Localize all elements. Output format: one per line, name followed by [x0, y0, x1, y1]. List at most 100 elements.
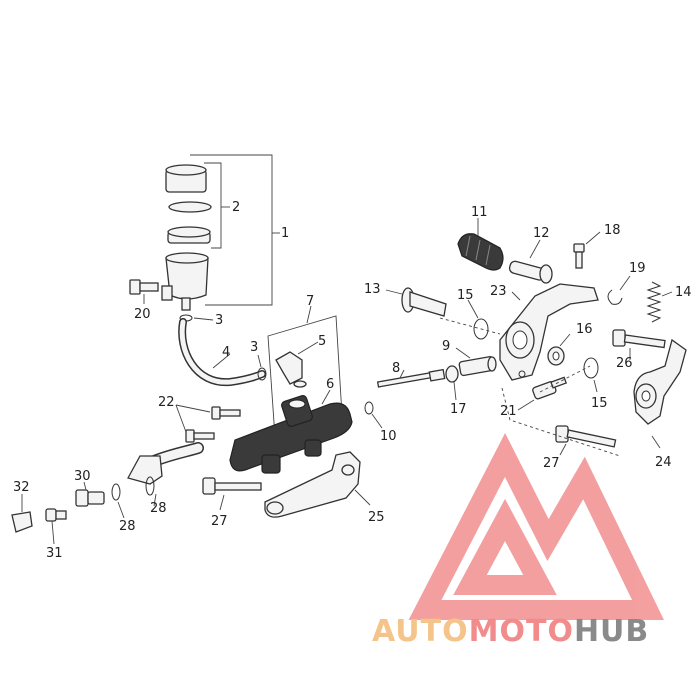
leader-3a — [193, 317, 214, 321]
circlip-10 — [364, 401, 374, 415]
callout-5: 5 — [318, 334, 326, 349]
leader-17 — [453, 381, 457, 401]
callout-31: 31 — [46, 546, 63, 561]
callout-4: 4 — [222, 345, 230, 360]
leader-22a — [175, 404, 211, 413]
leader-27a — [219, 494, 225, 511]
screw-18-part — [573, 243, 585, 269]
callout-2: 2 — [232, 200, 240, 215]
callout-15a: 15 — [457, 288, 474, 303]
callout-21: 21 — [500, 404, 517, 419]
callout-32: 32 — [13, 480, 30, 495]
callout-10: 10 — [380, 429, 397, 444]
leader-30 — [83, 481, 87, 491]
brand-auto-text: AUTO — [372, 614, 469, 649]
bleed-cap-32-part — [11, 511, 33, 533]
callout-25: 25 — [368, 510, 385, 525]
callout-8: 8 — [392, 361, 400, 376]
callout-13: 13 — [364, 282, 381, 297]
leader-3b — [257, 354, 262, 368]
callout-28b: 28 — [119, 519, 136, 534]
leader-21 — [517, 399, 535, 411]
callout-23: 23 — [490, 284, 507, 299]
callout-12: 12 — [533, 226, 550, 241]
callout-6: 6 — [326, 377, 334, 392]
brand-wordmark: AUTOMOTOHUB — [372, 614, 700, 658]
callout-1: 1 — [281, 226, 289, 241]
callout-16: 16 — [576, 322, 593, 337]
pedal-lever-24-part — [633, 338, 687, 425]
banjo-bolt-30-part — [75, 489, 105, 507]
bolt-22b-part — [185, 429, 215, 443]
callout-15b: 15 — [591, 396, 608, 411]
callout-27a: 27 — [211, 514, 228, 529]
pedal-rubber-part — [457, 233, 504, 271]
callout-19: 19 — [629, 261, 646, 276]
return-spring-part — [646, 281, 662, 323]
leader-5 — [297, 341, 319, 355]
leader-16 — [559, 333, 571, 347]
brand-hub-text: HUB — [573, 614, 650, 649]
reservoir-body-part — [161, 252, 209, 311]
leader-7 — [306, 305, 312, 324]
callout-11: 11 — [471, 205, 488, 220]
bleed-nipple-31-part — [45, 508, 67, 522]
reservoir-cap-part — [165, 164, 207, 193]
leader-25 — [354, 489, 371, 506]
leader-10 — [371, 413, 383, 429]
callout-27b: 27 — [543, 456, 560, 471]
callout-18: 18 — [604, 223, 621, 238]
copper-washer-28b — [111, 483, 121, 501]
clevis-9-part — [458, 356, 497, 377]
bracket-1 — [190, 154, 273, 306]
leader-12 — [529, 239, 541, 259]
leader-8 — [399, 369, 405, 379]
nut-17-part — [445, 365, 459, 383]
reservoir-seal-part — [168, 201, 212, 213]
leader-28a — [153, 493, 157, 507]
leader-31 — [51, 520, 55, 545]
callout-30: 30 — [74, 469, 91, 484]
o-ring-15a — [473, 318, 489, 340]
elbow-fitting-part — [275, 351, 307, 388]
leader-15a — [467, 299, 479, 319]
callout-9: 9 — [442, 339, 450, 354]
leader-19 — [619, 275, 631, 291]
bolt-27a-part — [202, 477, 262, 495]
pedal-peg-part — [508, 260, 553, 284]
mounting-bracket-part — [264, 451, 361, 518]
callout-22: 22 — [158, 395, 175, 410]
reservoir-diaphragm-part — [167, 226, 211, 244]
leader-6 — [321, 389, 331, 405]
hose-clip-part-2 — [257, 367, 267, 381]
brake-pedal-part — [499, 283, 599, 381]
leader-27b — [559, 443, 567, 456]
bolt-20-part — [129, 279, 159, 295]
bracket-2 — [204, 162, 222, 249]
brand-moto-text: MOTO — [468, 614, 574, 649]
pin-21-part — [532, 376, 568, 400]
bolt-22a-part — [211, 406, 241, 420]
bolt-26-part — [612, 329, 666, 349]
callout-3b: 3 — [250, 340, 258, 355]
circlip-19 — [607, 289, 623, 305]
pivot-bolt-13-part — [401, 287, 447, 317]
dash-line-2 — [439, 317, 501, 335]
callout-28a: 28 — [150, 501, 167, 516]
callout-7: 7 — [306, 294, 314, 309]
leader-9 — [455, 347, 471, 359]
callout-14: 14 — [675, 285, 692, 300]
copper-washer-28a — [145, 476, 155, 496]
leader-24 — [651, 435, 661, 449]
leader-13 — [385, 289, 403, 295]
leader-15b — [593, 379, 598, 393]
callout-3a: 3 — [215, 313, 223, 328]
leader-4 — [212, 353, 231, 369]
dash-line-1 — [501, 387, 621, 457]
o-ring-15b — [583, 357, 599, 379]
leader-14 — [661, 291, 673, 297]
callout-24: 24 — [655, 455, 672, 470]
callout-20: 20 — [134, 307, 151, 322]
